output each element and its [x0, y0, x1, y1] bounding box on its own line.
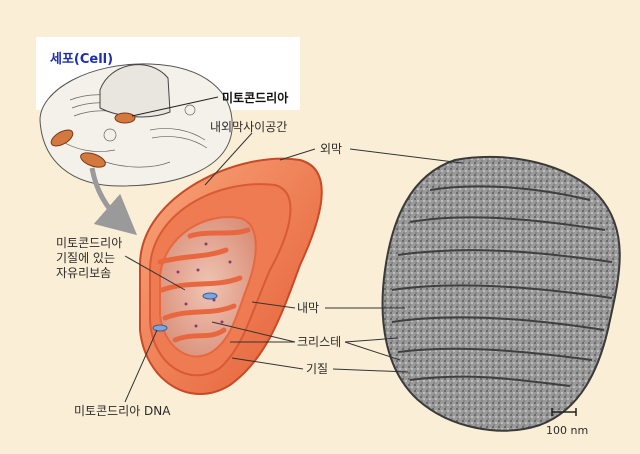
micrograph-cristae	[391, 185, 613, 387]
cell-mito-leader	[131, 96, 219, 117]
label-free-ribosomes-line-3: 자유리보솜	[56, 266, 112, 280]
label-intermembrane-space: 내외막사이공간	[210, 120, 288, 134]
mitochondrion-illustration	[139, 157, 323, 395]
mito-dna-blob-1	[202, 292, 218, 300]
scale-bar-label: 100 nm	[546, 424, 589, 437]
leader-dna	[124, 329, 158, 403]
cell-title: 세포(Cell)	[50, 52, 114, 67]
leader-matrix-right	[332, 368, 409, 373]
leader-cristae-3	[344, 337, 399, 343]
cristae-folds	[157, 227, 251, 343]
leader-inner-left	[251, 301, 296, 309]
leader-cristae-1	[211, 321, 296, 343]
nucleus	[99, 64, 171, 118]
label-inner-membrane: 내막	[297, 301, 320, 315]
leader-ribosomes	[124, 255, 186, 291]
leader-outer-left	[279, 148, 316, 161]
cell-mito-3	[114, 112, 136, 124]
label-free-ribosomes-line-2: 기질에 있는	[56, 251, 116, 265]
cell-mito-2	[80, 152, 106, 168]
leader-matrix-left	[231, 357, 304, 370]
leader-lines	[124, 132, 463, 403]
zoom-arrow	[89, 167, 138, 236]
label-free-ribosomes: 미토콘드리아 기질에 있는 자유리보솜	[56, 236, 122, 281]
label-mito-dna: 미토콘드리아 DNA	[74, 404, 171, 418]
cell-mito-label: 미토콘드리아	[222, 91, 289, 105]
ribosome-dots	[176, 242, 232, 328]
leader-intermembrane	[204, 132, 253, 186]
cell-mito-1	[50, 129, 74, 147]
matrix-shape	[159, 216, 257, 358]
label-cristae: 크리스테	[297, 335, 342, 349]
label-free-ribosomes-line-1: 미토콘드리아	[56, 236, 123, 250]
mito-dna-blob-2	[152, 324, 168, 332]
cell-inset	[36, 37, 300, 187]
label-outer-membrane: 외막	[320, 142, 343, 156]
label-matrix: 기질	[306, 362, 329, 376]
electron-micrograph	[381, 155, 621, 432]
leader-cristae-4	[344, 341, 401, 361]
micrograph-body	[381, 155, 621, 432]
leader-outer-right	[349, 148, 463, 164]
